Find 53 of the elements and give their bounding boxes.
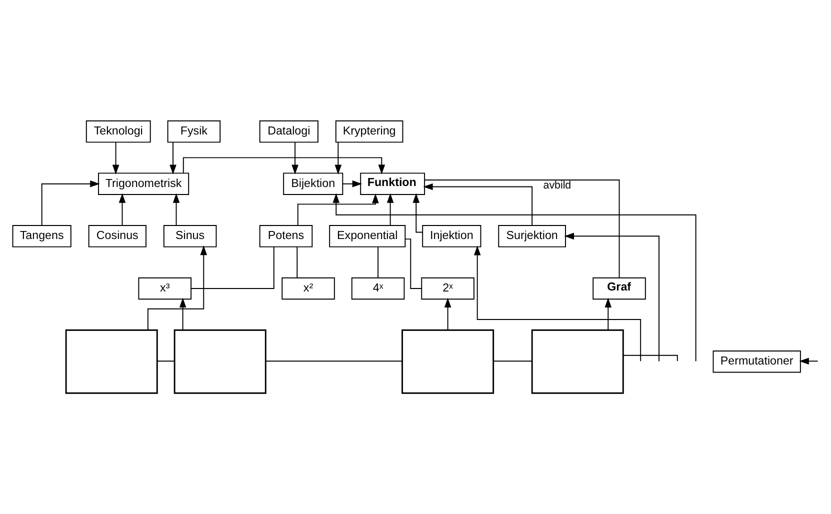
arrow — [444, 298, 452, 330]
edge-label: avbild — [543, 180, 572, 192]
node-box: Teknologi — [86, 120, 151, 143]
connector — [296, 246, 298, 278]
arrow — [172, 193, 180, 226]
arrow — [292, 142, 298, 174]
node-box: Injektion — [422, 225, 482, 248]
arrow — [297, 194, 379, 226]
node-box — [174, 329, 266, 394]
node-box — [531, 329, 624, 394]
node-box: x² — [282, 277, 335, 300]
arrow — [474, 246, 642, 362]
node-box: Potens — [259, 225, 313, 248]
arrow — [41, 180, 100, 226]
arrow — [179, 298, 186, 330]
arrow — [147, 245, 208, 330]
node-box: x³ — [138, 277, 192, 300]
arrow — [342, 180, 362, 188]
node-box: Datalogi — [259, 120, 318, 143]
node-box: Permutationer — [712, 350, 801, 373]
arrow — [564, 232, 660, 362]
arrow — [412, 193, 423, 233]
node-box: Trigonometrisk — [98, 172, 190, 195]
node-box: 2ˣ — [421, 277, 474, 300]
connector — [265, 360, 403, 362]
arrow — [182, 157, 386, 174]
connector — [190, 246, 274, 289]
node-box: Exponential — [329, 225, 406, 248]
arrow — [334, 142, 342, 174]
connector — [424, 179, 620, 278]
node-box: Fysik — [167, 120, 221, 143]
arrow — [170, 142, 176, 174]
node-box: Surjektion — [498, 225, 566, 248]
node-box: Cosinus — [88, 225, 146, 248]
node-box — [402, 329, 494, 394]
node-box: Sinus — [163, 225, 217, 248]
node-box: Graf — [592, 277, 646, 300]
arrow — [799, 358, 818, 365]
node-box — [65, 329, 158, 394]
node-box: Bijektion — [283, 172, 344, 195]
connector — [156, 360, 175, 362]
arrow — [118, 193, 126, 226]
arrow — [332, 193, 696, 362]
node-box: Kryptering — [335, 120, 404, 143]
node-box: Funktion — [360, 172, 426, 195]
connector — [622, 354, 678, 362]
arrow — [423, 183, 533, 226]
arrow — [604, 298, 612, 330]
arrow — [386, 193, 394, 226]
node-box: 4ˣ — [351, 277, 405, 300]
node-box: Tangens — [12, 225, 72, 248]
connector — [493, 360, 532, 362]
arrow — [112, 142, 120, 174]
